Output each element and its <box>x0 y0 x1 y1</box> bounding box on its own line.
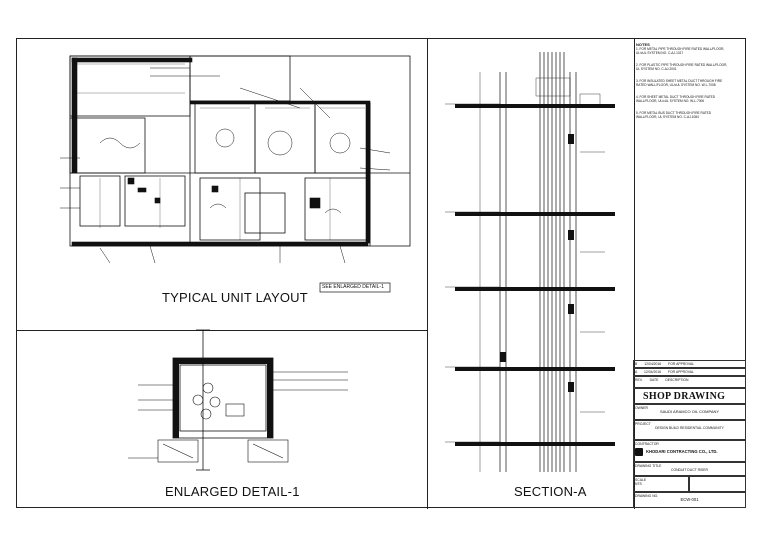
divider-left-right <box>427 39 428 509</box>
typical-unit-layout-caption: TYPICAL UNIT LAYOUT <box>162 290 308 305</box>
section-a-elevation <box>445 52 615 472</box>
title-block: B 12/04/2016 FOR APPROVAL A 12/04/2016 F… <box>633 360 746 508</box>
note-item: 4. FOR SHEET METAL DUCT THROUGH FIRE RAT… <box>636 95 716 103</box>
typical-unit-layout-plan <box>60 55 411 293</box>
note-item: 3. FOR INSULATED SHEET METAL DUCT THROUG… <box>636 79 723 87</box>
notes-title: NOTES <box>636 42 650 47</box>
scale-box: SCALE NTS <box>633 476 689 492</box>
note-item: 5. FOR METAL BUS DUCT THROUGH FIRE RATED… <box>636 111 712 119</box>
divider-notes <box>634 39 635 509</box>
drawing-sheet <box>16 38 746 509</box>
blank-box <box>689 476 746 492</box>
drawing-number-box: DRAWING NO. ECW-001 <box>633 492 746 508</box>
shop-drawing-box <box>633 388 746 404</box>
enlarged-detail-caption: ENLARGED DETAIL-1 <box>165 484 300 499</box>
see-enlarged-callout: SEE ENLARGED DETAIL-1 <box>322 284 384 290</box>
enlarged-detail-plan <box>128 329 348 471</box>
note-item: 1. FOR METAL PIPE THROUGH FIRE RATED WAL… <box>636 47 725 55</box>
contractor-box: CONTRACTOR KHODARI CONTRACTING CO., LTD. <box>633 440 746 462</box>
revision-row: B 12/04/2016 FOR APPROVAL <box>633 360 746 368</box>
section-a-caption: SECTION-A <box>514 484 587 499</box>
shop-drawing-title: SHOP DRAWING <box>643 391 726 402</box>
revision-row: A 12/04/2016 FOR APPROVAL <box>633 368 746 376</box>
revision-header: REV. DATE DESCRIPTION <box>633 376 746 388</box>
project-box: PROJECT DESIGN BUILD RESIDENTIAL COMMUNI… <box>633 420 746 440</box>
owner-box: OWNER SAUDI ARAMCO OIL COMPANY <box>633 404 746 420</box>
drawing-title-box: DRAWING TITLE CONDUIT DUCT RISER <box>633 462 746 476</box>
divider-left-horizontal <box>17 330 427 331</box>
contractor-logo-icon <box>635 448 643 456</box>
note-item: 2. FOR PLASTIC PIPE THROUGH FIRE RATED W… <box>636 63 728 71</box>
